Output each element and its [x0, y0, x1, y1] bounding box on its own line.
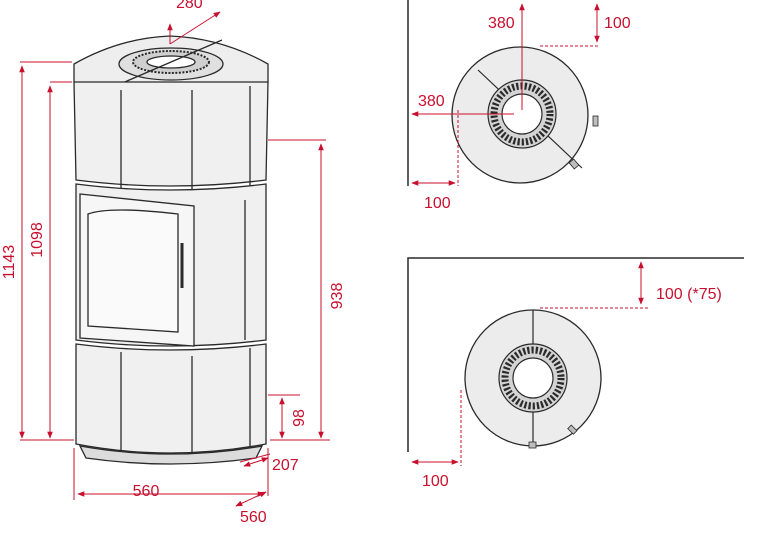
stove-front-view — [73, 35, 269, 465]
foot-bottom — [568, 158, 580, 170]
label-flue-diameter: 280 — [176, 0, 203, 12]
top-view-wall: 100 (*75) 100 — [407, 257, 744, 490]
wall-corner-lines — [407, 257, 744, 452]
flue-grate-slots-2 — [501, 346, 565, 410]
label-depth: 560 — [240, 509, 267, 526]
front-dimension-labels: 1143 1098 938 98 207 560 560 280 — [1, 0, 346, 526]
label-air-height: 98 — [291, 409, 308, 427]
label-overall-height: 1143 — [1, 245, 18, 280]
foot-right-2 — [567, 424, 578, 435]
label-side-clearance-2: 100 — [422, 473, 449, 490]
label-body-height: 1098 — [29, 222, 46, 258]
label-top-clearance: 380 — [488, 15, 515, 32]
cap-seam — [119, 39, 223, 85]
label-rear-clearance-2: 100 (*75) — [656, 286, 722, 303]
label-side-clearance: 380 — [418, 93, 445, 110]
label-flue-height: 938 — [329, 283, 346, 310]
top-view-corner: 380 380 100 100 — [407, 0, 631, 212]
foot-right — [592, 115, 599, 127]
dim-line-depth — [235, 491, 267, 507]
label-side-small: 100 — [424, 195, 451, 212]
label-air-depth: 207 — [272, 457, 299, 474]
dim-line-air-depth — [243, 457, 269, 467]
front-dimensions — [19, 11, 330, 507]
flue-grate-inner-2 — [512, 357, 554, 399]
stove-upper-panels — [73, 81, 269, 187]
foot-bottom-2 — [528, 441, 537, 449]
door-glass — [87, 209, 179, 333]
stove-lower-panels — [75, 343, 267, 454]
dim-line-flue-diameter — [169, 11, 221, 45]
label-width: 560 — [133, 483, 160, 500]
label-rear-clearance: 100 — [604, 15, 631, 32]
